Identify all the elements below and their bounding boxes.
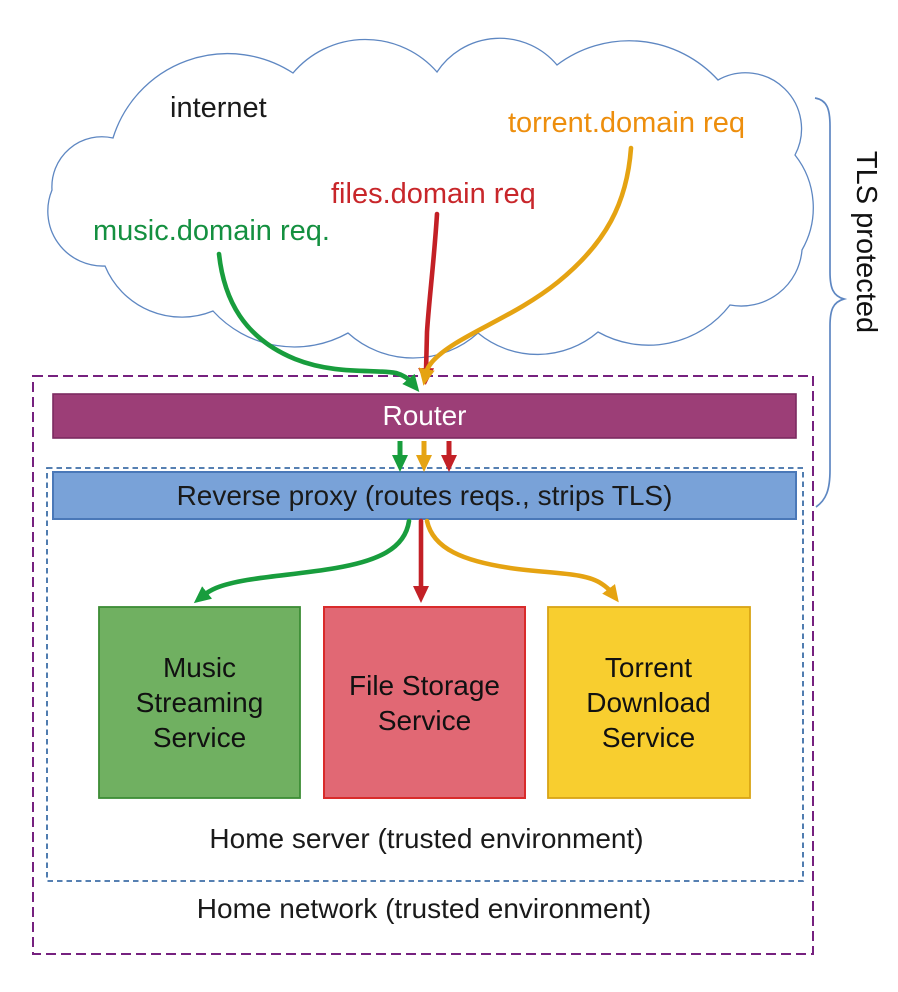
torrent-service-node [547, 606, 751, 799]
torrent-service-label: Torrent Download Service [586, 652, 711, 753]
proxy-to-music-arrow [193, 518, 412, 604]
files-request-label: files.domain req [331, 178, 536, 210]
internet-cloud [47, 37, 814, 359]
torrent-request-label: torrent.domain req [508, 107, 745, 139]
music-request-label: music.domain req. [93, 215, 330, 247]
home-server-zone [46, 467, 804, 882]
file-service-label: File Storage Service [349, 669, 500, 736]
router-node [52, 393, 797, 439]
reverse-proxy-label: Reverse proxy (routes reqs., strips TLS) [176, 479, 673, 511]
music-request-arrow [216, 251, 420, 392]
reverse-proxy-node [52, 471, 797, 520]
proxy-to-torrent-arrow [424, 518, 619, 603]
music-service-node [98, 606, 301, 799]
home-server-label: Home server (trusted environment) [209, 823, 644, 854]
home-network-label: Home network (trusted environment) [196, 893, 652, 924]
internet-label: internet [170, 92, 267, 124]
router-label: Router [382, 400, 467, 431]
files-request-arrow [418, 211, 440, 385]
torrent-request-arrow [418, 145, 634, 386]
tls-protected-label: TLS protected [850, 150, 882, 334]
music-service-label: Music Streaming Service [135, 652, 264, 753]
tls-brace [814, 97, 848, 508]
file-service-node [323, 606, 526, 799]
